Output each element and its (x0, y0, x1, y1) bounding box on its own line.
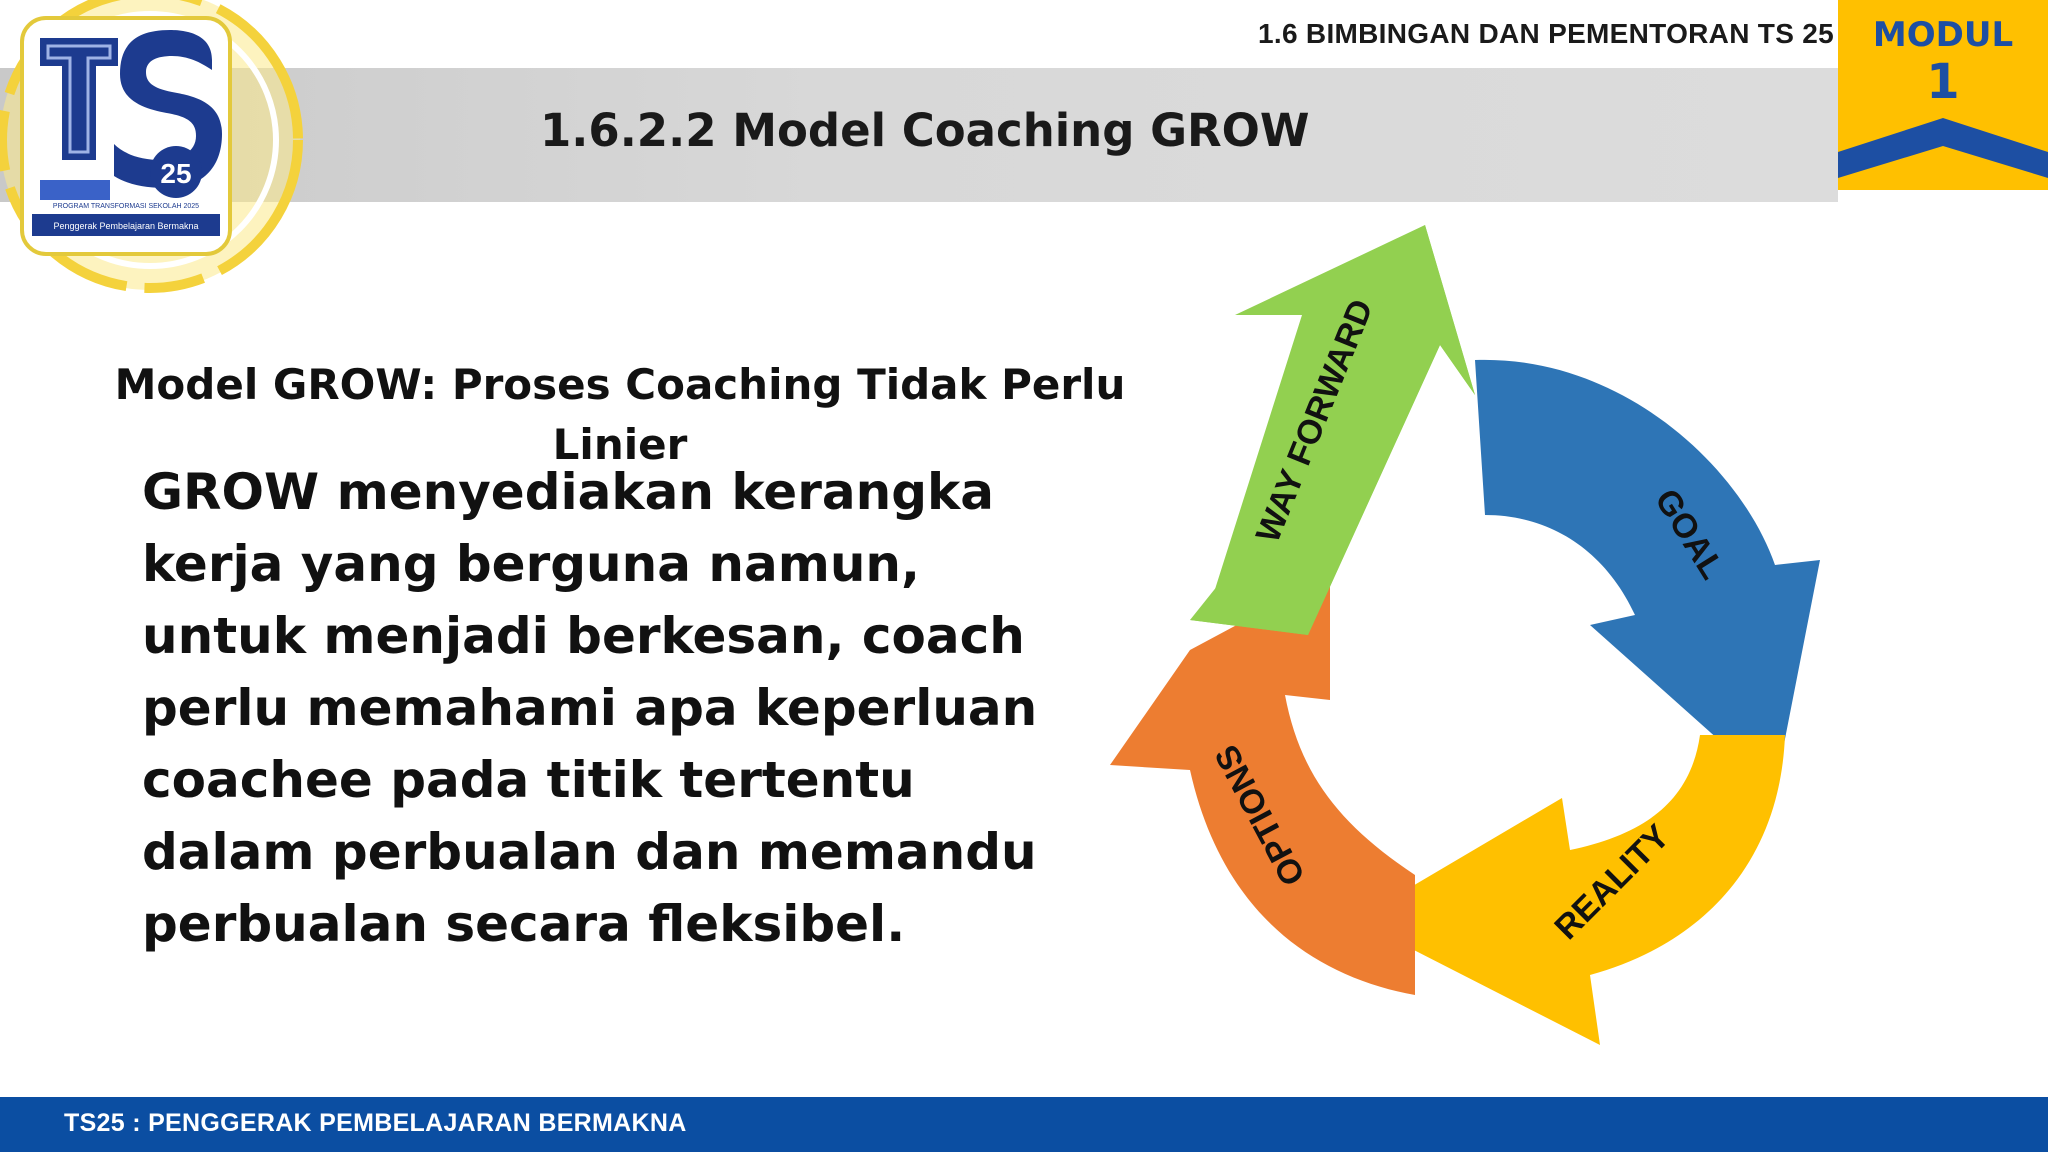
subtitle: Model GROW: Proses Coaching Tidak Perlu … (114, 360, 1126, 469)
options-arrow (1110, 575, 1415, 995)
module-badge: MODUL 1 (1838, 0, 2048, 200)
reality-arrow (1355, 735, 1785, 1045)
logo-mark: 25 (160, 158, 191, 189)
title-band (0, 68, 1838, 202)
grow-cycle-diagram: GOAL REALITY OPTIONS WAY FORWARD (1080, 215, 1860, 1065)
logo-tagline: PROGRAM TRANSFORMASI SEKOLAH 2025 (53, 203, 199, 210)
footer-bar: TS25 : PENGGERAK PEMBELAJARAN BERMAKNA (0, 1097, 2048, 1152)
footer-text: TS25 : PENGGERAK PEMBELAJARAN BERMAKNA (64, 1109, 687, 1137)
module-number: 1 (1926, 54, 1959, 110)
section-label: 1.6 BIMBINGAN DAN PEMENTORAN TS 25 (1258, 18, 1834, 49)
goal-arrow (1475, 359, 1820, 790)
body-paragraph: GROW menyediakan kerangka kerja yang ber… (142, 463, 1038, 953)
logo-banner: Penggerak Pembelajaran Bermakna (53, 221, 198, 231)
ts25-logo: 25 PROGRAM TRANSFORMASI SEKOLAH 2025 Pen… (0, 0, 320, 330)
module-word: MODUL (1873, 15, 2013, 55)
slide-title: 1.6.2.2 Model Coaching GROW (540, 104, 1310, 157)
